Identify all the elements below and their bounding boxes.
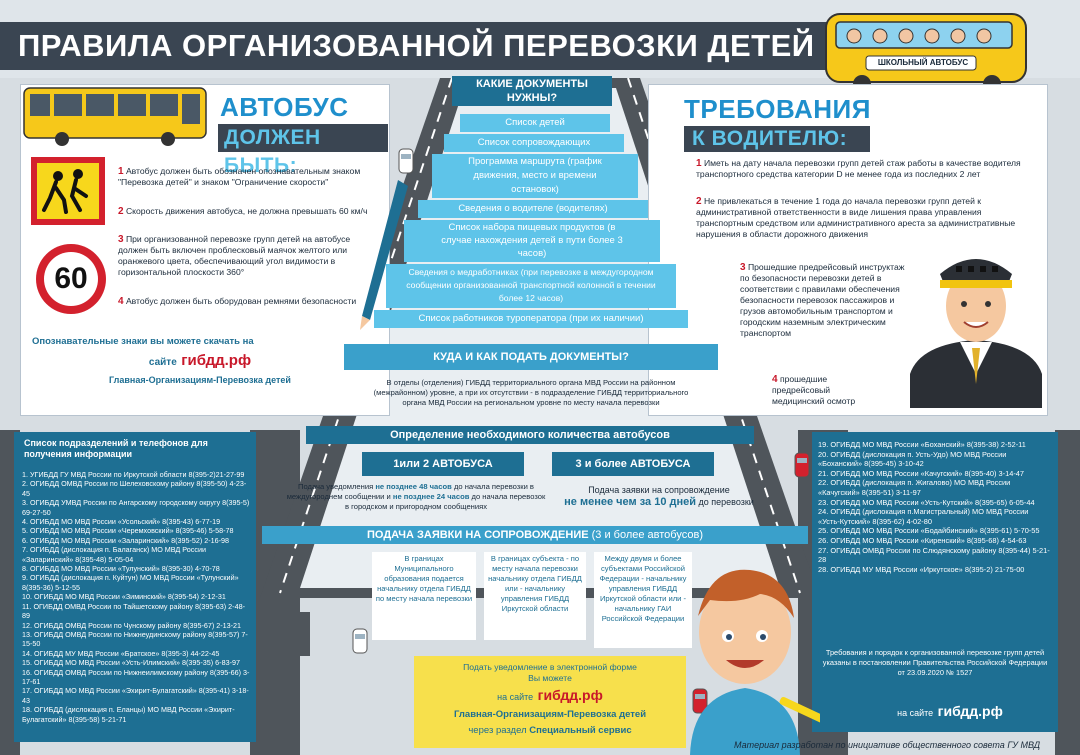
contact-entry: 26. ОГИБДД МО МВД России «Киренский» 8(3… (818, 535, 1027, 545)
doc-item: Программа маршрута (график движения, мес… (432, 154, 638, 198)
bus-icon (22, 84, 210, 146)
left-contacts-panel (14, 432, 256, 742)
contact-entry: 22. ОГИБДД (дислокация п. Жигалово) МО М… (818, 478, 1011, 497)
documents-heading: КАКИЕ ДОКУМЕНТЫ НУЖНЫ? (452, 76, 612, 106)
contact-entry: 13. ОГИБДД ОМВД России по Нижнеудинскому… (22, 629, 248, 649)
contact-entry: 9. ОГИБДД (дислокация п. Куйтун) МО МВД … (22, 573, 239, 592)
notice-site-link[interactable]: гибдд.рф (537, 687, 603, 703)
where-text: В отделы (отделения) ГИБДД территориальн… (373, 378, 689, 407)
bus-rule-2: 2 Скорость движения автобуса, не должна … (118, 206, 368, 217)
notice-path: Главная-Организациям-Перевозка детей (453, 709, 647, 720)
footer-note: Материал разработан по инициативе общест… (734, 740, 1041, 750)
school-bus-icon (822, 4, 1032, 94)
doc-item: Сведения о водителе (водителях) (418, 200, 648, 218)
contact-entry: 2. ОГИБДД ОМВД России по Шелеховскому ра… (22, 479, 247, 498)
doc-item: Список работников туроператора (при их н… (374, 310, 688, 328)
contact-entry: 11. ОГИБДД ОМВД России по Тайшетскому ра… (22, 601, 245, 621)
escort-col-2: В границах субъекта - по месту начала пе… (484, 552, 586, 640)
contact-entry: 7. ОГИБДД (дислокация п. Балаганск) МО М… (22, 545, 206, 564)
speed-limit-value: 60 (54, 262, 88, 295)
contact-entry: 10. ОГИБДД МО МВД России «Зиминский» 8(3… (22, 592, 226, 602)
car-icon (398, 148, 414, 174)
notice-section: через раздел Специальный сервис (468, 725, 632, 736)
car-icon (352, 628, 368, 654)
title-band (0, 22, 830, 70)
right-site: на сайте гибдд.рф (897, 703, 1003, 719)
car-icon (794, 452, 810, 478)
bus-heading-2: ДОЛЖЕН БЫТЬ: (218, 124, 388, 177)
driver-heading-2: К ВОДИТЕЛЮ: (684, 126, 870, 152)
contact-entry: 28. ОГИБДД МУ МВД России «Иркутское» 8(3… (818, 564, 1025, 574)
driver-rule-2: 2 Не привлекаться в течение 1 года до на… (696, 196, 1016, 239)
escort-col-3: Между двумя и более субъектами Российско… (594, 552, 692, 648)
contact-entry: 1. УГИБДД ГУ МВД России по Иркутской обл… (22, 470, 245, 479)
doc-item: Список сопровождающих (444, 134, 624, 152)
contact-entry: 4. ОГИБДД МО МВД России «Усольский» 8(39… (22, 517, 221, 527)
download-path: Главная-Организациям-Перевозка детей (109, 375, 291, 385)
contact-entry: 18. ОГИБДД (дислокация п. Еланцы) МО МВД… (22, 705, 235, 724)
pencil-icon (358, 180, 408, 330)
download-text: Опознавательные знаки вы можете скачать … (32, 336, 254, 347)
right-contacts-list: 19. ОГИБДД МО МВД России «Боханский» 8(3… (818, 440, 1052, 638)
contact-entry: 23. ОГИБДД МО МВД России «Усть-Кутский» … (818, 497, 1035, 507)
contact-entry: 8. ОГИБДД МО МВД России «Тулунский» 8(39… (22, 564, 220, 574)
notice-site: на сайте гибдд.рф (497, 687, 603, 703)
where-heading: КУДА И КАК ПОДАТЬ ДОКУМЕНТЫ? (344, 344, 718, 370)
contact-entry: 24. ОГИБДД (дислокация п.Магистральный) … (818, 507, 1029, 526)
left-contacts-list: 1. УГИБДД ГУ МВД России по Иркутской обл… (22, 470, 252, 738)
contacts-heading: Список подразделений и телефонов для пол… (24, 438, 208, 459)
driver-rule-3: 3 Прошедшие предрейсовый инструктаж по б… (740, 262, 905, 338)
doc-item: Сведения о медработниках (при перевозке … (386, 264, 676, 308)
contact-entry: 19. ОГИБДД МО МВД России «Боханский» 8(3… (818, 440, 1026, 449)
right-site-link[interactable]: гибдд.рф (937, 703, 1003, 719)
boy-illustration-icon (670, 556, 820, 755)
page-title: ПРАВИЛА ОРГАНИЗОВАННОЙ ПЕРЕВОЗКИ ДЕТЕЙ (18, 28, 815, 63)
download-site: сайте гибдд.рф (148, 352, 252, 369)
bus-rule-3: 3 При организованной перевозке групп дет… (118, 234, 351, 277)
option-b: 3 и более АВТОБУСА (552, 452, 714, 476)
road-right-edge (1055, 430, 1080, 755)
contact-entry: 6. ОГИБДД МО МВД России «Заларинский» 8(… (22, 535, 230, 545)
contact-entry: 3. ОГИБДД УМВД России по Ангарскому горо… (22, 498, 250, 517)
doc-item: Список набора пищевых продуктов (в случа… (404, 220, 660, 262)
contact-entry: 14. ОГИБДД МУ МВД России «Братское» 8(39… (22, 648, 220, 658)
driver-rule-4: 4 прошедшие предрейсовый медицинский осм… (772, 374, 856, 406)
speed-limit-sign-icon (34, 242, 108, 316)
driver-rule-1: 1 Иметь на дату начала перевозки групп д… (696, 158, 1021, 179)
count-heading: Определение необходимого количества авто… (306, 426, 754, 444)
bus-rule-4: 4 Автобус должен быть оборудован ремнями… (118, 296, 357, 307)
contact-entry: 17. ОГИБДД МО МВД России «Эхирит-Булагат… (22, 686, 249, 705)
driver-heading-1: ТРЕБОВАНИЯ (684, 94, 871, 124)
notice-box (414, 656, 686, 748)
escort-heading: ПОДАЧА ЗАЯВКИ НА СОПРОВОЖДЕНИЕ (3 и боле… (262, 526, 808, 544)
contact-entry: 27. ОГИБДД ОМВД России по Слюдянскому ра… (818, 545, 1050, 565)
contact-entry: 21. ОГИБДД МО МВД России «Качугский» 8(3… (818, 468, 1025, 478)
children-crossing-sign-icon (30, 156, 106, 226)
contact-entry: 25. ОГИБДД МО МВД России «Бодайбинский» … (818, 526, 1040, 536)
contact-entry: 5. ОГИБДД МО МВД России «Черемховский» 8… (22, 526, 234, 536)
contact-entry: 16. ОГИБДД ОМВД России по Нижнеилимскому… (22, 667, 250, 686)
contact-entry: 12. ОГИБДД ОМВД России по Чунскому район… (22, 620, 242, 630)
contact-entry: 15. ОГИБДД МО МВД России «Усть-Илимский»… (22, 658, 240, 668)
option-a: 1или 2 АВТОБУСА (362, 452, 524, 476)
bus-heading-1: АВТОБУС (220, 92, 349, 122)
site-link[interactable]: гибдд.рф (181, 352, 252, 369)
contact-entry: 20. ОГИБДД (дислокация п. Усть-Удо) МО М… (818, 449, 1007, 469)
right-contacts-panel (812, 432, 1058, 732)
driver-illustration-icon (910, 244, 1042, 408)
escort-col-1: В границах Муниципального образования по… (372, 552, 476, 640)
school-bus-sign: ШКОЛЬНЫЙ АВТОБУС (877, 58, 969, 67)
doc-item: Список детей (460, 114, 610, 132)
car-icon (692, 688, 708, 714)
rules-note: Требования и порядок к организованной пе… (822, 648, 1048, 677)
bus-rule-1: 1 Автобус должен быть обозначен опознава… (118, 166, 361, 187)
option-a-text: Подача уведомления не позднее 48 часов д… (286, 482, 546, 511)
